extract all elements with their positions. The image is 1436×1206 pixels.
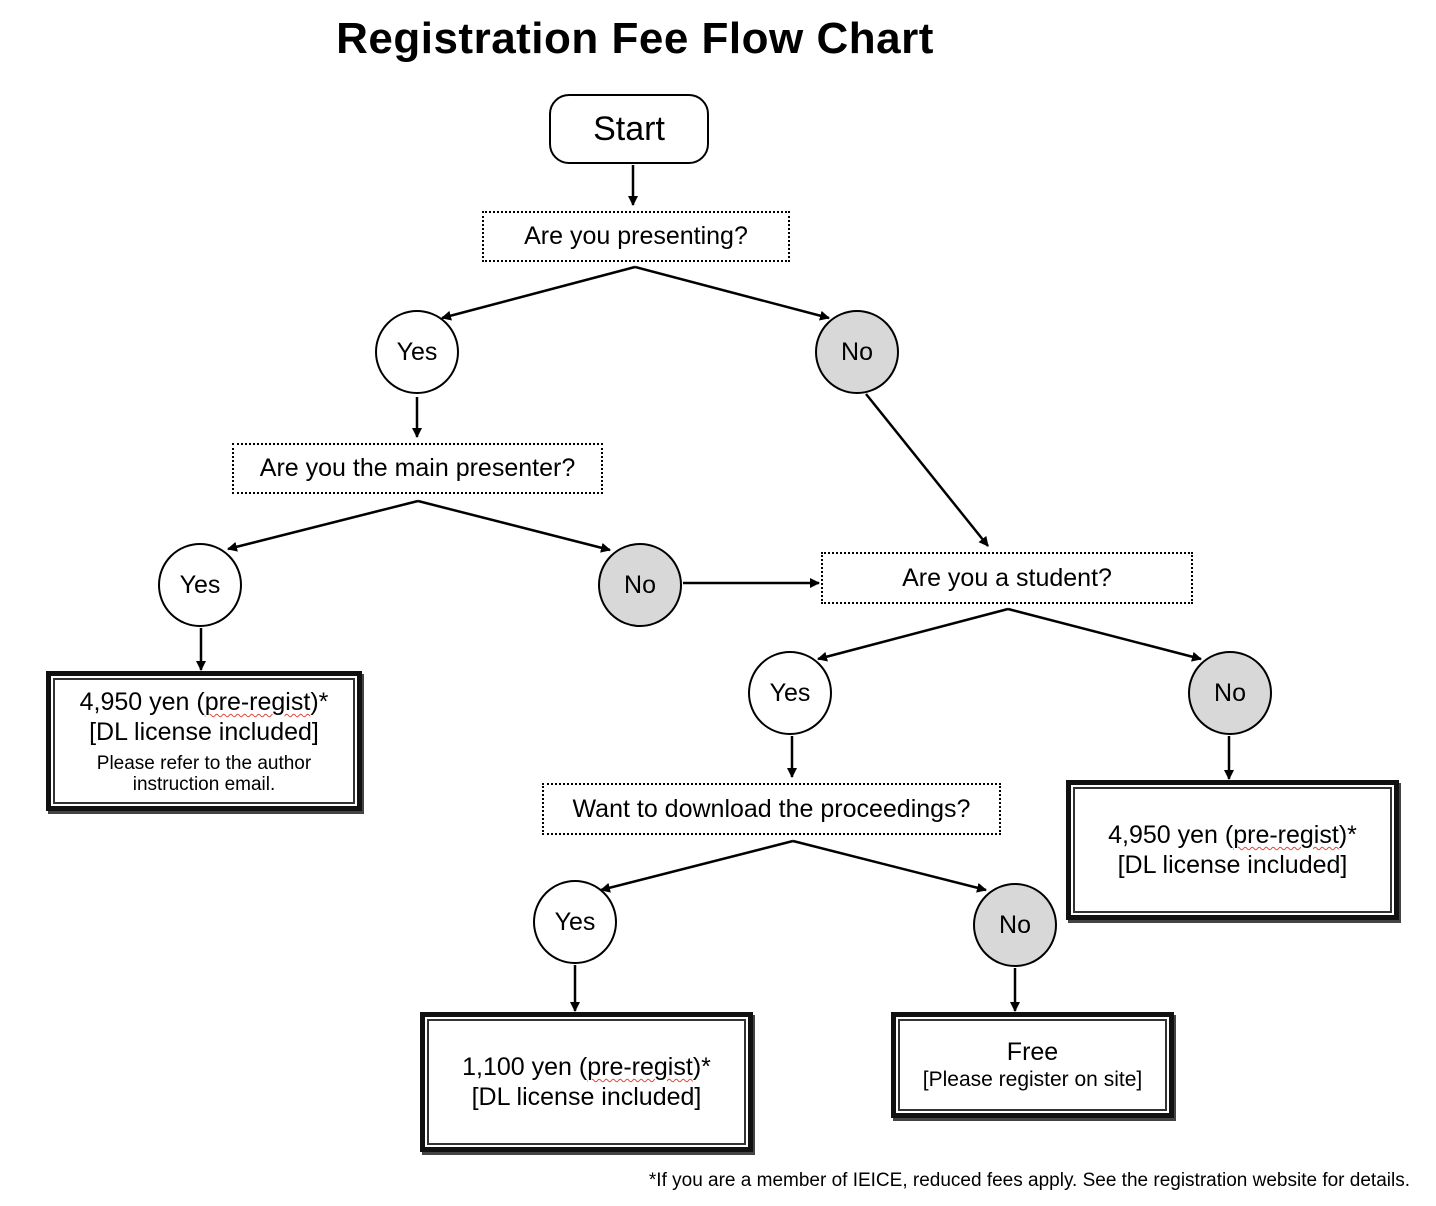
- question-presenting: Are you presenting?: [482, 211, 790, 262]
- arrow-presenting-to-no: [634, 265, 830, 321]
- result-student-no-download: Free [Please register on site]: [891, 1012, 1174, 1118]
- start-node: Start: [549, 94, 709, 164]
- arrow-no-to-student: [865, 393, 989, 547]
- arrow-download-to-yes: [600, 839, 794, 893]
- answer-student-yes: Yes: [748, 651, 832, 735]
- arrow-presenting-to-yes: [441, 265, 636, 321]
- answer-download-yes: Yes: [533, 880, 617, 964]
- question-student: Are you a student?: [821, 552, 1193, 604]
- fee-text: 4,950 yen (pre-regist)*: [79, 688, 329, 716]
- answer-main-yes: Yes: [158, 543, 242, 627]
- result-main-presenter: 4,950 yen (pre-regist)* [DL license incl…: [46, 671, 362, 811]
- fee-text: Free: [1006, 1038, 1059, 1066]
- license-text: [DL license included]: [89, 718, 319, 746]
- answer-student-no: No: [1188, 651, 1272, 735]
- license-text: [DL license included]: [471, 1083, 702, 1111]
- result-non-student: 4,950 yen (pre-regist)* [DL license incl…: [1066, 780, 1399, 920]
- license-text: [DL license included]: [1117, 851, 1348, 879]
- page-title: Registration Fee Flow Chart: [336, 14, 934, 63]
- arrow-student-to-yes: [817, 607, 1009, 662]
- answer-main-no: No: [598, 543, 682, 627]
- question-download: Want to download the proceedings?: [542, 783, 1001, 835]
- arrow-main-to-yes: [227, 499, 419, 552]
- question-main-presenter: Are you the main presenter?: [232, 443, 603, 494]
- answer-download-no: No: [973, 883, 1057, 967]
- arrow-main-to-no: [417, 499, 611, 553]
- answer-presenting-yes: Yes: [375, 310, 459, 394]
- fee-text: 1,100 yen (pre-regist)*: [462, 1053, 711, 1081]
- footnote: *If you are a member of IEICE, reduced f…: [648, 1170, 1410, 1191]
- result-student-download: 1,100 yen (pre-regist)* [DL license incl…: [420, 1012, 753, 1152]
- note-text: [Please register on site]: [922, 1068, 1143, 1091]
- arrow-download-to-no: [792, 839, 987, 893]
- arrow-student-to-no: [1007, 607, 1202, 662]
- note-text: Please refer to the author instruction e…: [96, 753, 312, 795]
- fee-text: 4,950 yen (pre-regist)*: [1108, 821, 1357, 849]
- answer-presenting-no: No: [815, 310, 899, 394]
